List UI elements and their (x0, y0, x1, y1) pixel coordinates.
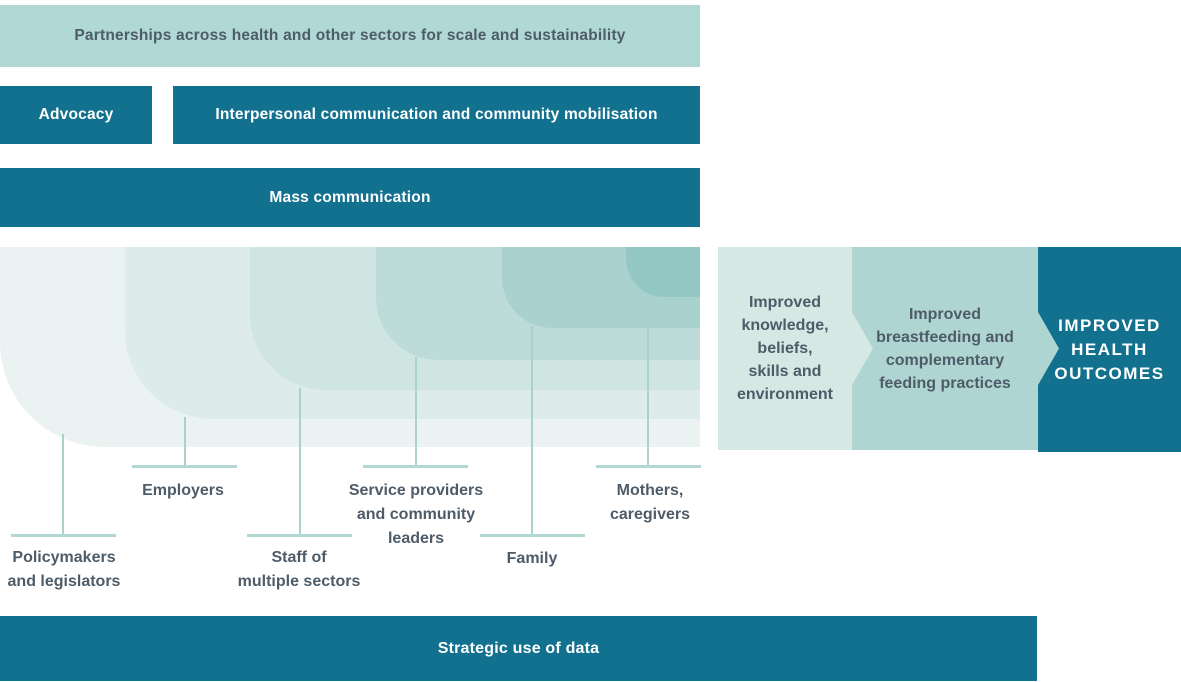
outcome-health-label: IMPROVED HEALTH OUTCOMES (1054, 315, 1165, 383)
audience-label-family: Family (506, 550, 558, 567)
connector-line-family (531, 326, 533, 536)
mass-communication-label: Mass communication (269, 188, 431, 206)
connector-line-mothers (647, 295, 649, 467)
tick-family (480, 534, 585, 537)
tick-employers (132, 465, 237, 468)
connector-line-employers (184, 417, 186, 467)
strategic-data-label: Strategic use of data (437, 639, 600, 657)
outcomes-group: Improved knowledge, beliefs, skills and … (718, 247, 1181, 452)
audience-label-service-providers: Service providers and community leaders (348, 482, 484, 547)
connector-line-service-providers (415, 357, 417, 467)
partnerships-bar: Partnerships across health and other sec… (0, 5, 700, 67)
partnerships-bar-label: Partnerships across health and other sec… (74, 27, 626, 44)
outcome-breastfeeding-label: Improved breastfeeding and complementary… (876, 305, 1014, 392)
strategic-data-bar: Strategic use of data (0, 616, 1037, 681)
connector-line-staff (299, 388, 301, 536)
connector-line-policymakers (62, 434, 64, 536)
interpersonal-communication-box: Interpersonal communication and communit… (173, 86, 700, 144)
audience-label-employers: Employers (142, 482, 224, 499)
tick-mothers (596, 465, 701, 468)
interpersonal-communication-label: Interpersonal communication and communit… (215, 106, 658, 123)
audience-label-policymakers: Policymakers and legislators (7, 549, 121, 590)
audience-label-staff: Staff of multiple sectors (237, 549, 361, 590)
tick-service-providers (363, 465, 468, 468)
tick-policymakers (11, 534, 116, 537)
advocacy-label: Advocacy (38, 106, 114, 123)
outcome-health-box: IMPROVED HEALTH OUTCOMES (1038, 247, 1181, 452)
outcome-breastfeeding-chevron: Improved breastfeeding and complementary… (852, 247, 1059, 450)
outcome-knowledge-chevron: Improved knowledge, beliefs, skills and … (718, 247, 873, 450)
tick-staff (247, 534, 352, 537)
mass-communication-bar: Mass communication (0, 168, 700, 227)
advocacy-box: Advocacy (0, 86, 152, 144)
outcome-knowledge-label: Improved knowledge, beliefs, skills and … (736, 294, 833, 403)
audience-label-mothers: Mothers, caregivers (609, 482, 691, 523)
